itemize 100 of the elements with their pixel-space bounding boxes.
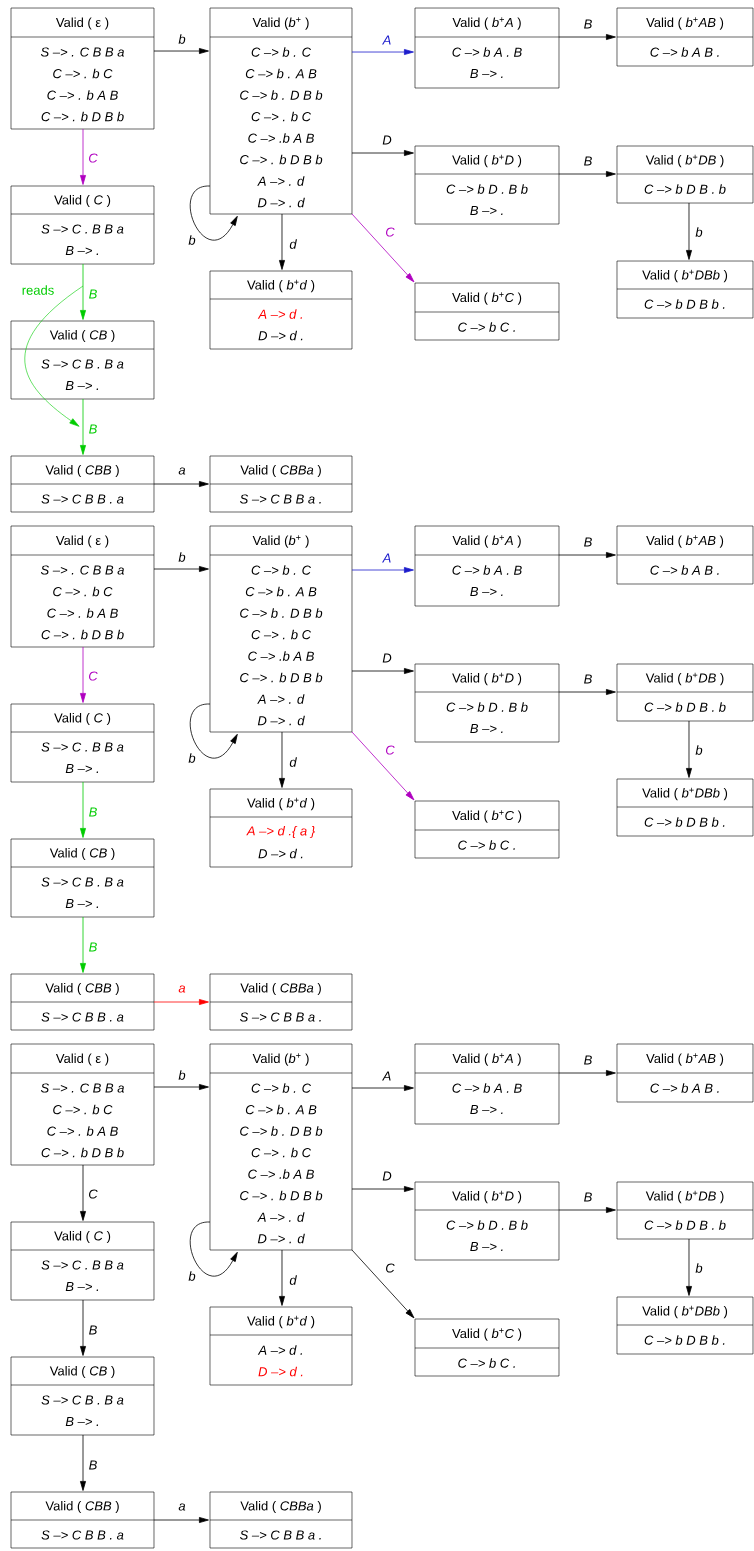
state-box: Valid ( b$^{+}$DB ) C –> b D B . b	[616, 1181, 754, 1240]
edge-label: B	[584, 1192, 592, 1202]
transition-arrow	[558, 34, 616, 40]
transition-arrow	[153, 1517, 209, 1523]
transition-arrow	[80, 1434, 86, 1491]
edge-label: B	[584, 537, 592, 547]
edge-label: A	[382, 35, 391, 45]
transition-arrow	[351, 1186, 414, 1192]
edge-label: a	[178, 985, 186, 993]
state-box: Valid ( CBBa ) S –> C B B a .	[209, 973, 353, 1031]
edge-label: d	[289, 239, 297, 249]
transition-arrow	[351, 150, 414, 156]
edge-label: b	[695, 1263, 703, 1273]
transition-arrow	[80, 781, 86, 838]
state-box: Valid ( b$^{+}$AB ) C –> b A B .	[616, 7, 754, 67]
state-box: Valid (b$^{+}$ ) C –> b . C C –> b . A B C –> b . D B b C –> . b C C –> .b A B C –> . b D B b A –> . d D –> . d	[209, 7, 353, 215]
transition-arrow	[80, 398, 86, 455]
transition-arrow	[686, 1238, 692, 1296]
edge-label: C	[386, 1263, 395, 1273]
loop-arrow	[189, 703, 238, 759]
edge-label: A	[382, 1071, 391, 1081]
edge-label: C	[386, 227, 395, 237]
state-box: Valid ( b$^{+}$C ) C –> b C .	[414, 1318, 560, 1377]
edge-label: a	[178, 467, 186, 475]
edge-label: B	[584, 156, 592, 166]
state-box: Valid ( b$^{+}$d ) A –> d .{ a } D –> d .	[209, 788, 353, 868]
transition-arrow	[153, 566, 209, 572]
edge-label: C	[386, 745, 395, 755]
transition-arrow	[80, 128, 86, 185]
edge-label: B	[584, 1055, 592, 1065]
state-box: Valid ( b$^{+}$DB ) C –> b D B . b	[616, 663, 754, 722]
state-box: Valid ( CBB ) S –> C B B . a	[10, 455, 155, 513]
transition-arrow	[351, 1249, 415, 1319]
transition-arrow	[351, 731, 415, 801]
edge-label: B	[89, 807, 97, 817]
edge-label: D	[382, 135, 392, 145]
state-box: Valid ( b$^{+}$C ) C –> b C .	[414, 282, 560, 341]
transition-arrow	[153, 1084, 209, 1090]
transition-arrow	[153, 999, 209, 1005]
state-box: Valid ( C ) S –> C . B B a B –> .	[10, 185, 155, 265]
state-box: Valid (b$^{+}$ ) C –> b . C C –> b . A B C –> b . D B b C –> . b C C –> .b A B C –> . b D B b A –> . d D –> . d	[209, 1043, 353, 1251]
transition-arrow	[80, 1299, 86, 1356]
state-box: Valid ( b$^{+}$D ) C –> b D . B b B –> .	[414, 145, 560, 225]
edge-label: B	[89, 424, 97, 434]
transition-arrow	[558, 689, 616, 695]
edge-label: b	[695, 227, 703, 237]
transition-arrow	[558, 171, 616, 177]
edge-label: D	[382, 653, 392, 663]
transition-arrow	[351, 1085, 414, 1091]
state-box: Valid ( b$^{+}$D ) C –> b D . B b B –> .	[414, 663, 560, 743]
edge-label: d	[289, 1275, 297, 1285]
relation-label: reads	[22, 285, 54, 295]
edge-label: C	[89, 153, 98, 163]
state-box: Valid ( CB ) S –> C B . B a B –> .	[10, 320, 155, 400]
edge-label: b	[695, 745, 703, 755]
transition-arrow	[351, 567, 414, 573]
state-box: Valid ( b$^{+}$A ) C –> b A . B B –> .	[414, 525, 560, 607]
state-box: Valid ( CBB ) S –> C B B . a	[10, 973, 155, 1031]
edge-label: b	[188, 235, 196, 245]
edge-label: B	[89, 1460, 97, 1470]
state-box: Valid ( b$^{+}$DB ) C –> b D B . b	[616, 145, 754, 204]
state-box: Valid ( CB ) S –> C B . B a B –> .	[10, 838, 155, 918]
state-box: Valid ( ε ) S –> . C B B a C –> . b C C –> . b A B C –> . b D B b	[10, 1043, 155, 1166]
loop-arrow	[189, 185, 238, 241]
edge-label: d	[289, 757, 297, 767]
transition-arrow	[686, 720, 692, 778]
transition-arrow	[351, 213, 415, 283]
transition-arrow	[153, 481, 209, 487]
edge-label: C	[89, 671, 98, 681]
state-box: Valid ( b$^{+}$D ) C –> b D . B b B –> .	[414, 1181, 560, 1261]
state-box: Valid ( CBB ) S –> C B B . a	[10, 1491, 155, 1549]
edge-label: a	[178, 1503, 186, 1511]
state-box: Valid ( ε ) S –> . C B B a C –> . b C C –> . b A B C –> . b D B b	[10, 7, 155, 130]
edge-label: B	[584, 19, 592, 29]
state-box: Valid ( C ) S –> C . B B a B –> .	[10, 1221, 155, 1301]
state-box: Valid ( ε ) S –> . C B B a C –> . b C C –> . b A B C –> . b D B b	[10, 525, 155, 648]
edge-label: b	[178, 552, 186, 562]
state-box: Valid ( b$^{+}$DBb ) C –> b D B b .	[616, 778, 754, 837]
transition-arrow	[558, 552, 616, 558]
state-box: Valid ( CBBa ) S –> C B B a .	[209, 455, 353, 513]
state-box: Valid ( CBBa ) S –> C B B a .	[209, 1491, 353, 1549]
transition-arrow	[558, 1207, 616, 1213]
state-box: Valid ( b$^{+}$A ) C –> b A . B B –> .	[414, 7, 560, 89]
edge-label: b	[178, 1070, 186, 1080]
state-box: Valid ( b$^{+}$AB ) C –> b A B .	[616, 525, 754, 585]
transition-arrow	[351, 668, 414, 674]
edge-label: A	[382, 553, 391, 563]
state-box: Valid ( b$^{+}$AB ) C –> b A B .	[616, 1043, 754, 1103]
edge-label: B	[584, 674, 592, 684]
state-box: Valid ( C ) S –> C . B B a B –> .	[10, 703, 155, 783]
edge-label: D	[382, 1171, 392, 1181]
transition-arrow	[80, 1164, 86, 1221]
loop-arrow	[189, 1221, 238, 1277]
transition-arrow	[558, 1070, 616, 1076]
edge-label: B	[89, 289, 97, 299]
edge-label: B	[89, 942, 97, 952]
edge-label: b	[188, 1271, 196, 1281]
edge-label: C	[89, 1189, 98, 1199]
state-box: Valid (b$^{+}$ ) C –> b . C C –> b . A B C –> b . D B b C –> . b C C –> .b A B C –> . b D B b A –> . d D –> . d	[209, 525, 353, 733]
state-box: Valid ( b$^{+}$DBb ) C –> b D B b .	[616, 260, 754, 319]
